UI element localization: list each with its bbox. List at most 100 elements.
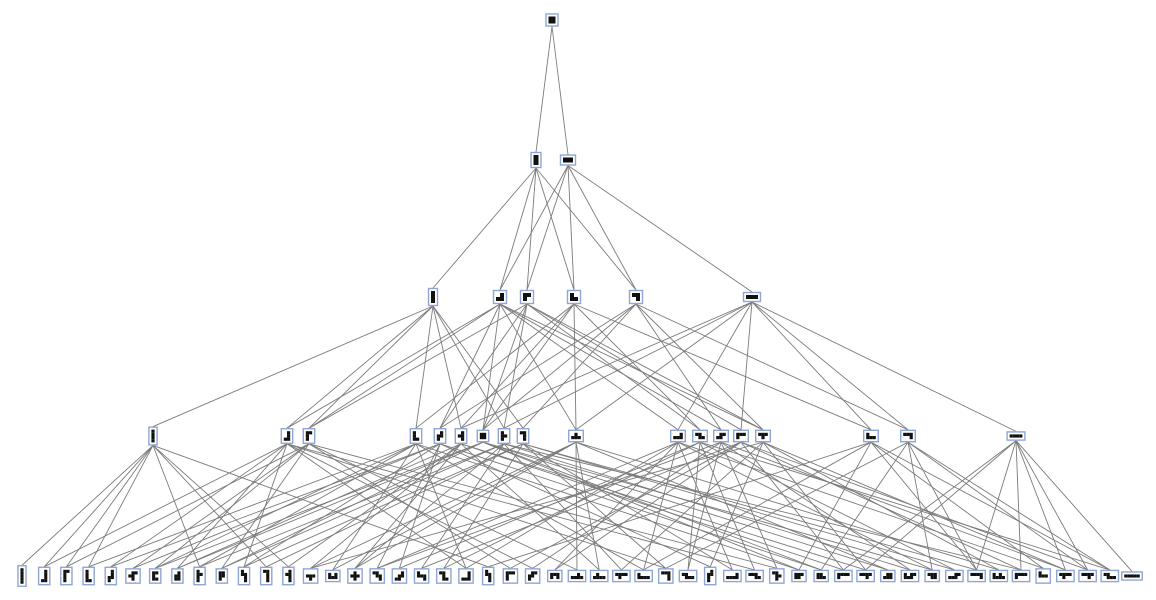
- edge-n4b-n5_34: [286, 443, 755, 571]
- edge-n3d-n4d: [415, 303, 575, 429]
- polyomino-cell: [128, 574, 132, 578]
- edge-n4c-n5_03: [66, 443, 310, 568]
- polyomino-cell: [751, 572, 755, 576]
- edge-n4m-n5_24: [532, 441, 722, 569]
- polyomino-cell: [44, 579, 48, 583]
- polyomino-cell: [1059, 572, 1063, 576]
- edge-n2b-n3b: [499, 165, 569, 291]
- polyomino-cell: [1019, 434, 1023, 438]
- polyomino-cell: [416, 437, 420, 441]
- edge-n2b-n3e: [567, 165, 637, 291]
- polyomino-cell: [883, 576, 887, 580]
- edge-n4l-n5_34: [699, 442, 756, 571]
- polyomino-cell: [20, 568, 24, 572]
- edge-n4q-n5_37: [820, 441, 909, 571]
- polyomino-cell: [244, 576, 248, 580]
- polyomino-cell: [519, 431, 523, 435]
- polyomino-cell: [667, 571, 671, 575]
- polyomino-cell: [423, 574, 427, 578]
- polyomino-node-n5_07: [148, 568, 162, 584]
- polyomino-node-n5_41: [900, 569, 920, 583]
- polyomino-cell: [719, 436, 723, 440]
- polyomino-cell: [375, 574, 379, 578]
- polyomino-node-n5_10: [215, 568, 229, 584]
- polyomino-cell: [903, 576, 907, 580]
- polyomino-node-n2a: [530, 151, 542, 169]
- polyomino-cell: [240, 569, 244, 573]
- polyomino-cell: [684, 572, 688, 576]
- polyomino-cell: [726, 576, 730, 580]
- polyomino-cell: [1130, 574, 1134, 578]
- edge-n3f-n4j: [575, 301, 753, 431]
- polyomino-cell: [479, 432, 483, 436]
- polyomino-cell: [266, 569, 270, 573]
- edge-n3e-n4q: [635, 303, 909, 431]
- polyomino-cell: [596, 572, 600, 576]
- edge-n4h-n5_28: [503, 443, 622, 571]
- polyomino-cell: [615, 572, 619, 576]
- polyomino-cell: [1087, 576, 1091, 580]
- edge-n4g-n5_36: [482, 441, 800, 571]
- polyomino-cell: [698, 436, 702, 440]
- polyomino-cell: [488, 572, 492, 576]
- polyomino-cell: [632, 293, 636, 297]
- edge-n2a-n3a: [432, 167, 537, 289]
- polyomino-cell: [110, 569, 114, 573]
- polyomino-cell: [412, 434, 416, 438]
- polyomino-cell: [797, 576, 801, 580]
- edge-n4k-n5_47: [677, 441, 1044, 569]
- polyomino-cell: [394, 577, 398, 581]
- polyomino-cell: [910, 572, 914, 576]
- edge-n4q-n5_42: [907, 442, 933, 570]
- polyomino-cell: [754, 572, 758, 576]
- polyomino-cell: [954, 576, 958, 580]
- polyomino-cell: [750, 295, 754, 299]
- polyomino-cell: [461, 437, 465, 441]
- polyomino-cell: [865, 572, 869, 576]
- polyomino-node-n4m: [713, 429, 730, 443]
- polyomino-node-n5_24: [524, 568, 541, 584]
- edge-n4j-n5_26: [575, 442, 578, 570]
- polyomino-cell: [866, 436, 870, 440]
- edge-n3e-n4g: [482, 303, 637, 431]
- polyomino-node-n5_02: [37, 566, 51, 586]
- polyomino-cell: [155, 577, 159, 581]
- polyomino-node-n5_28: [612, 569, 631, 583]
- polyomino-cell: [1136, 574, 1140, 578]
- edge-n4r-n5_48: [1015, 440, 1066, 571]
- polyomino-node-n4n: [733, 429, 750, 443]
- polyomino-cell: [485, 569, 489, 573]
- polyomino-node-n4k: [670, 429, 687, 443]
- edge-n3f-n4p: [751, 301, 872, 431]
- polyomino-cell: [533, 160, 539, 165]
- polyomino-node-n5_42: [924, 569, 941, 583]
- polyomino-cell: [624, 572, 628, 576]
- node-layer: [17, 13, 1143, 587]
- edge-n3d-n4f: [460, 303, 575, 429]
- polyomino-cell: [621, 572, 625, 576]
- polyomino-cell: [464, 577, 468, 581]
- edge-n4b-n5_05: [110, 443, 288, 568]
- polyomino-node-n5_16: [347, 568, 363, 584]
- polyomino-cell: [667, 574, 671, 578]
- edge-n4d-n5_04: [88, 443, 417, 568]
- polyomino-node-n4o: [755, 429, 772, 443]
- polyomino-cell: [580, 576, 584, 580]
- polyomino-cell: [722, 432, 726, 436]
- edge-n4k-n5_17: [377, 441, 679, 569]
- edge-n4h-n5_10: [221, 443, 505, 569]
- polyomino-node-n5_06: [125, 568, 141, 584]
- polyomino-cell: [221, 574, 225, 578]
- polyomino-cell: [573, 576, 577, 580]
- edge-n3f-n4q: [751, 301, 909, 431]
- polyomino-node-n4f: [454, 428, 468, 445]
- polyomino-cell: [735, 572, 739, 576]
- edge-n4a-n5_09: [152, 445, 201, 567]
- polyomino-cell: [531, 571, 535, 575]
- polyomino-cell: [574, 436, 578, 440]
- polyomino-cell: [957, 572, 961, 576]
- polyomino-cell: [1127, 574, 1131, 578]
- edge-n3d-n4j: [573, 303, 577, 430]
- polyomino-cell: [467, 571, 471, 575]
- polyomino-cell: [574, 432, 578, 436]
